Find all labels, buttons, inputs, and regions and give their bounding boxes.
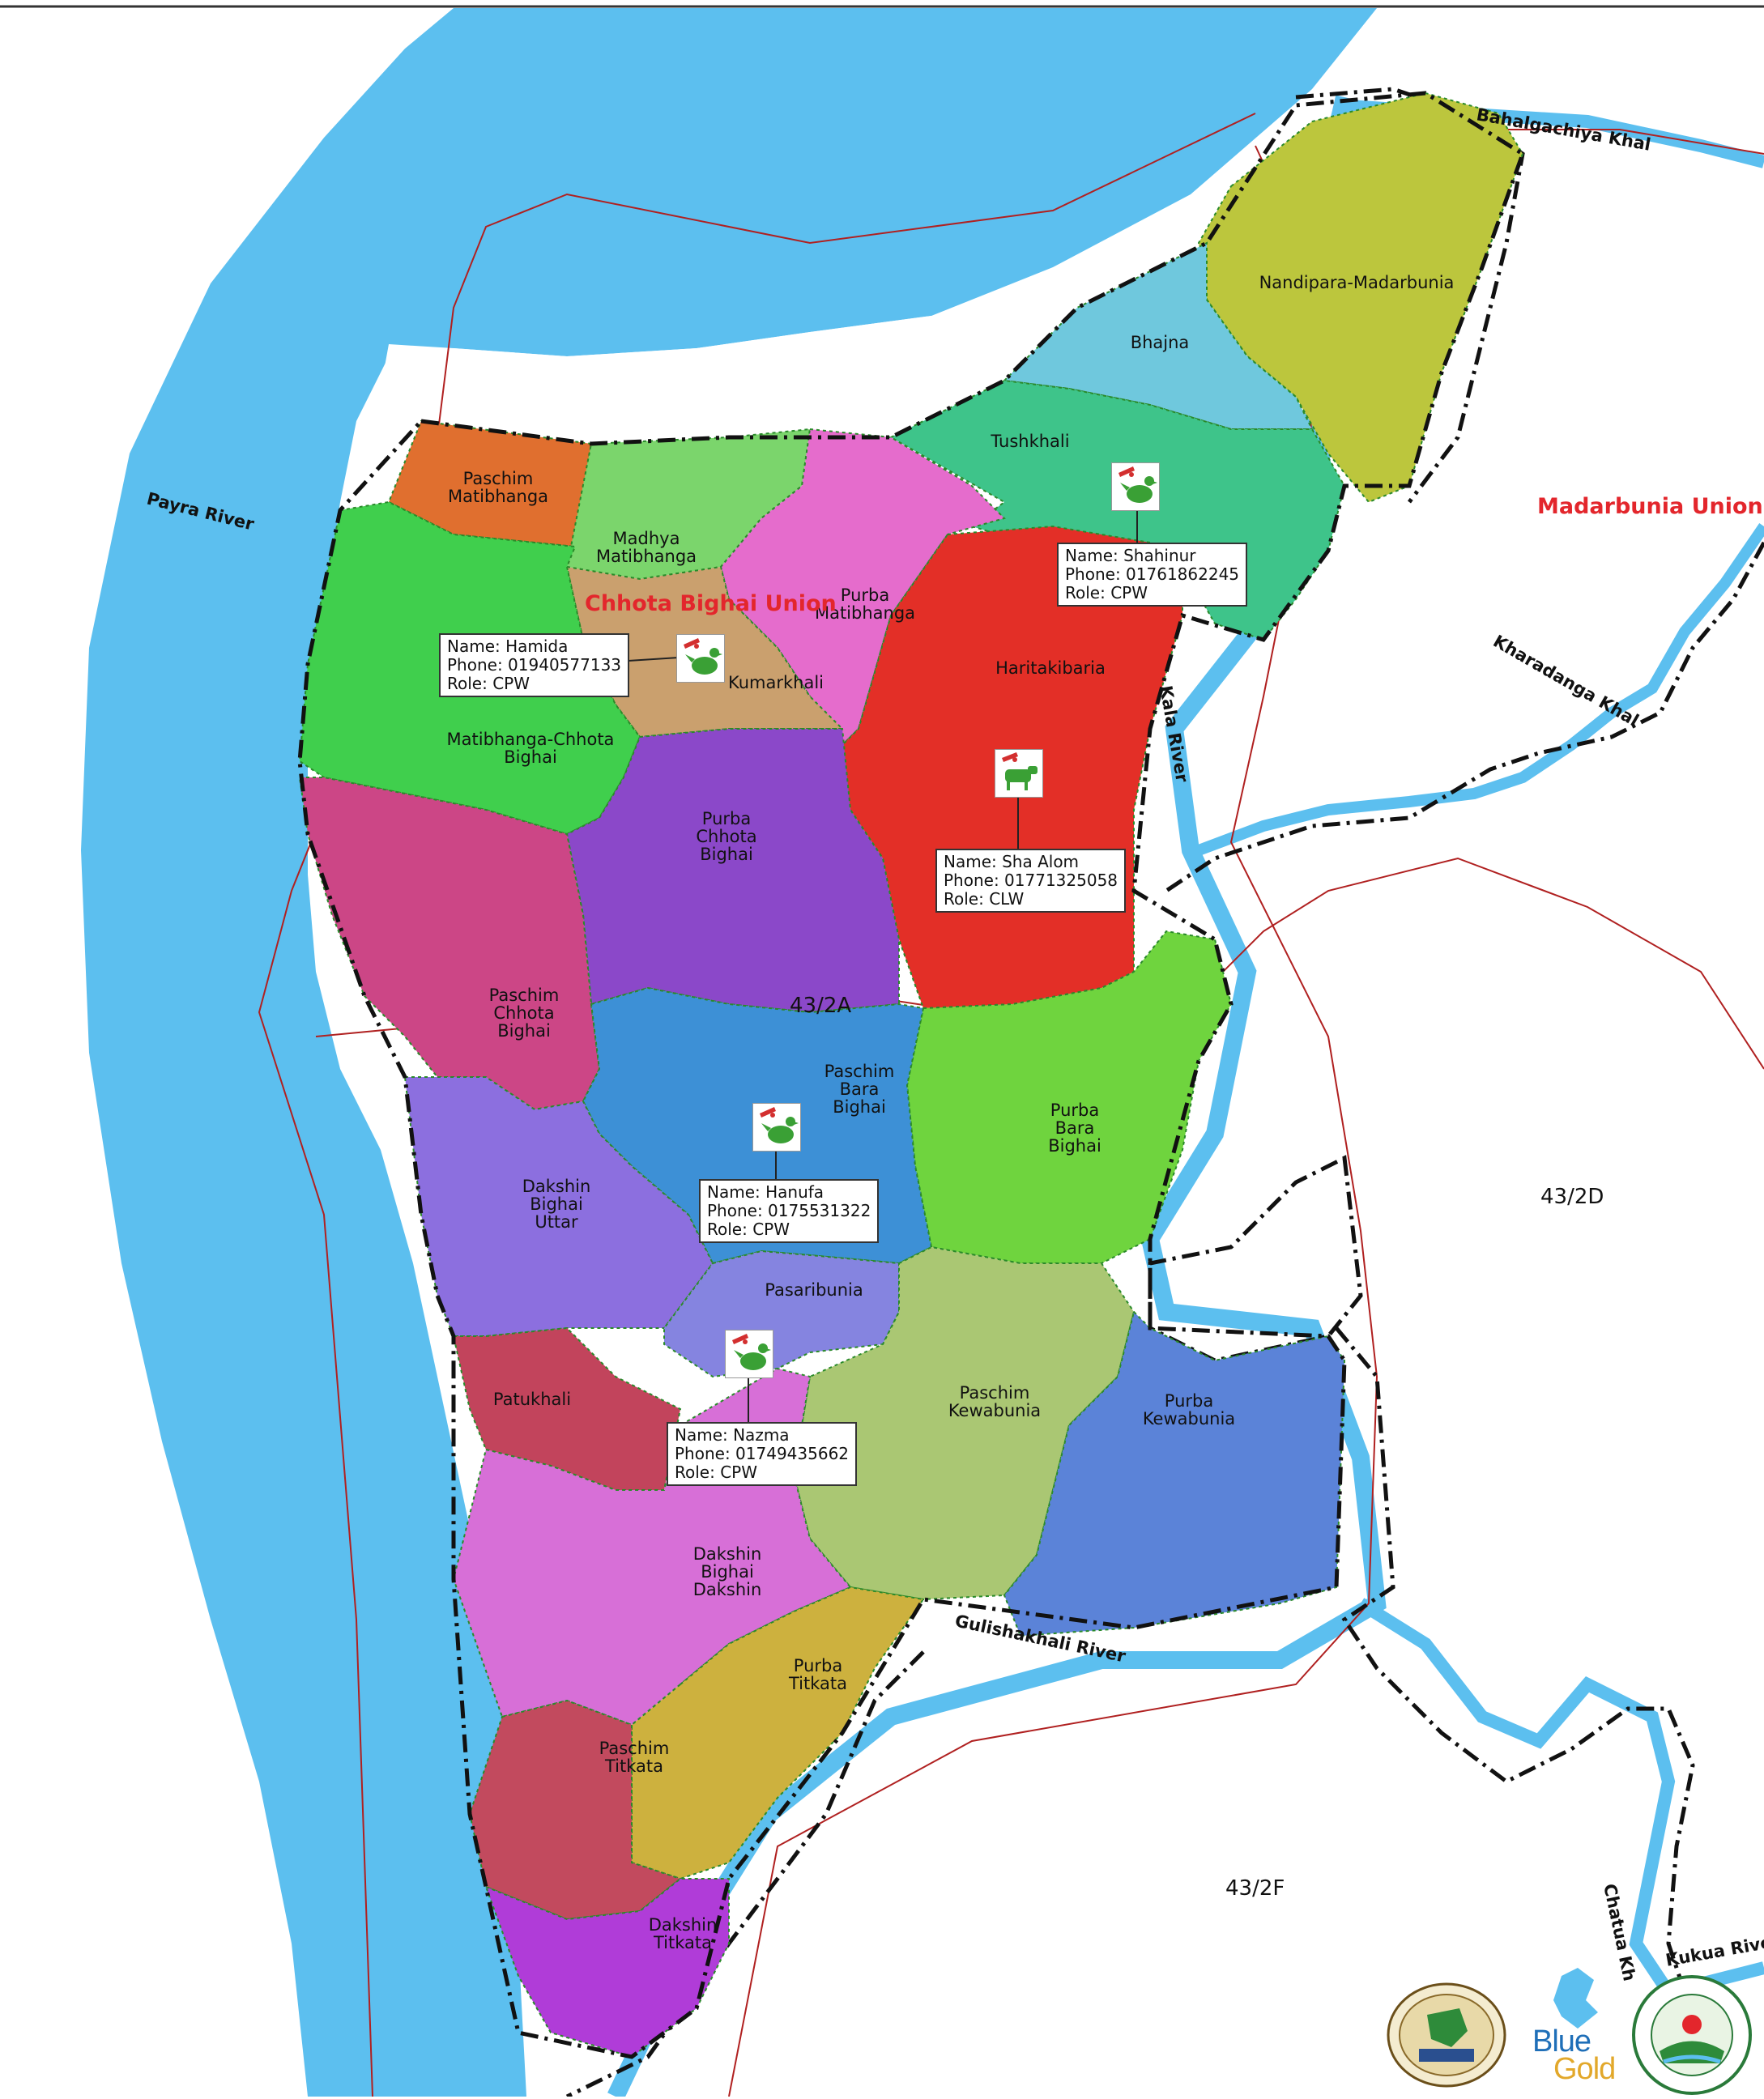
contact-phone: Phone: 01940577133 xyxy=(447,655,622,675)
label-kukua-river: Kukua River xyxy=(1664,1931,1764,1970)
contact-role: Role: CPW xyxy=(1065,583,1148,602)
contact-callout: Name: Nazma Phone: 01749435662 Role: CPW xyxy=(667,1422,858,1486)
contact-phone: Phone: 01749435662 xyxy=(675,1444,850,1463)
dae-logo xyxy=(1631,1974,1753,2096)
contact-name: Name: Shahinur xyxy=(1065,546,1196,565)
chicken-vaccine-icon xyxy=(1111,462,1160,511)
payra-river xyxy=(81,8,1377,2097)
label-polder-43-2f: 43/2F xyxy=(1225,1876,1285,1901)
polder-43-2a-boundary xyxy=(297,91,1526,2059)
contact-role: Role: CPW xyxy=(707,1220,790,1239)
village-purba-kewabunia xyxy=(1003,1310,1346,1637)
chicken-vaccine-icon xyxy=(725,1330,773,1378)
village-dakshin-bighai-uttar xyxy=(403,1076,714,1337)
village-madhya-matibhanga xyxy=(565,428,812,581)
label-kharadanga-khal: Kharadanga Khal xyxy=(1490,632,1643,730)
contact-name: Name: Hanufa xyxy=(707,1182,824,1202)
contact-name: Name: Hamida xyxy=(447,637,569,656)
label-polder-43-2d: 43/2D xyxy=(1540,1185,1604,1209)
polder-boundary-east-4 xyxy=(1335,1326,1695,1993)
label-madarbunia-union: Madarbunia Union xyxy=(1537,494,1763,519)
village-paschim-chhota-bighai xyxy=(298,777,601,1111)
polder-boundary-south xyxy=(565,1650,925,2097)
label-chhota-bighai-union: Chhota Bighai Union xyxy=(585,591,837,616)
contact-phone: Phone: 01771325058 xyxy=(944,871,1118,890)
label-kumarkhali: Kumarkhali xyxy=(728,673,824,692)
label-bhajna: Bhajna xyxy=(1131,333,1190,352)
label-tushkhali: Tushkhali xyxy=(990,432,1069,451)
contact-callout: Name: Hamida Phone: 01940577133 Role: CP… xyxy=(439,633,630,697)
contact-role: Role: CLW xyxy=(944,889,1025,909)
kharadanga-khal xyxy=(1196,523,1764,856)
sandbar xyxy=(381,316,931,421)
blue-gold-logo: Blue Gold xyxy=(1529,1968,1625,2089)
contact-callout: Name: Hanufa Phone: 0175531322 Role: CPW xyxy=(699,1179,880,1243)
contact-role: Role: CPW xyxy=(675,1462,757,1482)
village-bhajna xyxy=(1002,241,1314,430)
label-nandipara-madarbunia: Nandipara-Madarbunia xyxy=(1259,273,1455,292)
village-purba-titkata xyxy=(631,1586,925,1880)
blue-gold-blue-text: Blue xyxy=(1532,2024,1591,2059)
chicken-vaccine-icon xyxy=(676,634,725,683)
cow-vaccine-icon xyxy=(995,749,1043,798)
contact-phone: Phone: 01761862245 xyxy=(1065,564,1240,584)
polder-boundary-east-2 xyxy=(1165,541,1764,893)
contact-callout: Name: Sha Alom Phone: 01771325058 Role: … xyxy=(935,849,1127,913)
contact-phone: Phone: 0175531322 xyxy=(707,1201,871,1220)
village-paschim-kewabunia xyxy=(792,1245,1136,1601)
contact-name: Name: Nazma xyxy=(675,1425,790,1445)
polder-boundary-east xyxy=(1295,87,1525,504)
label-patukhali: Patukhali xyxy=(493,1390,571,1409)
chicken-vaccine-icon xyxy=(752,1103,801,1152)
blue-gold-gold-text: Gold xyxy=(1553,2052,1616,2086)
union-boundary-line-4 xyxy=(1498,129,1764,155)
contact-callout: Name: Shahinur Phone: 01761862245 Role: … xyxy=(1057,543,1248,607)
contact-name: Name: Sha Alom xyxy=(944,852,1080,871)
gulishakhali-river xyxy=(1357,1598,1764,2000)
label-haritakibaria: Haritakibaria xyxy=(995,658,1106,678)
label-polder-43-2a: 43/2A xyxy=(790,994,851,1018)
village-dakshin-titkata xyxy=(484,1878,730,2059)
village-pasaribunia xyxy=(663,1250,900,1378)
label-pasaribunia: Pasaribunia xyxy=(765,1280,863,1300)
contact-role: Role: CPW xyxy=(447,674,530,693)
bwdb-logo xyxy=(1387,1982,1506,2088)
